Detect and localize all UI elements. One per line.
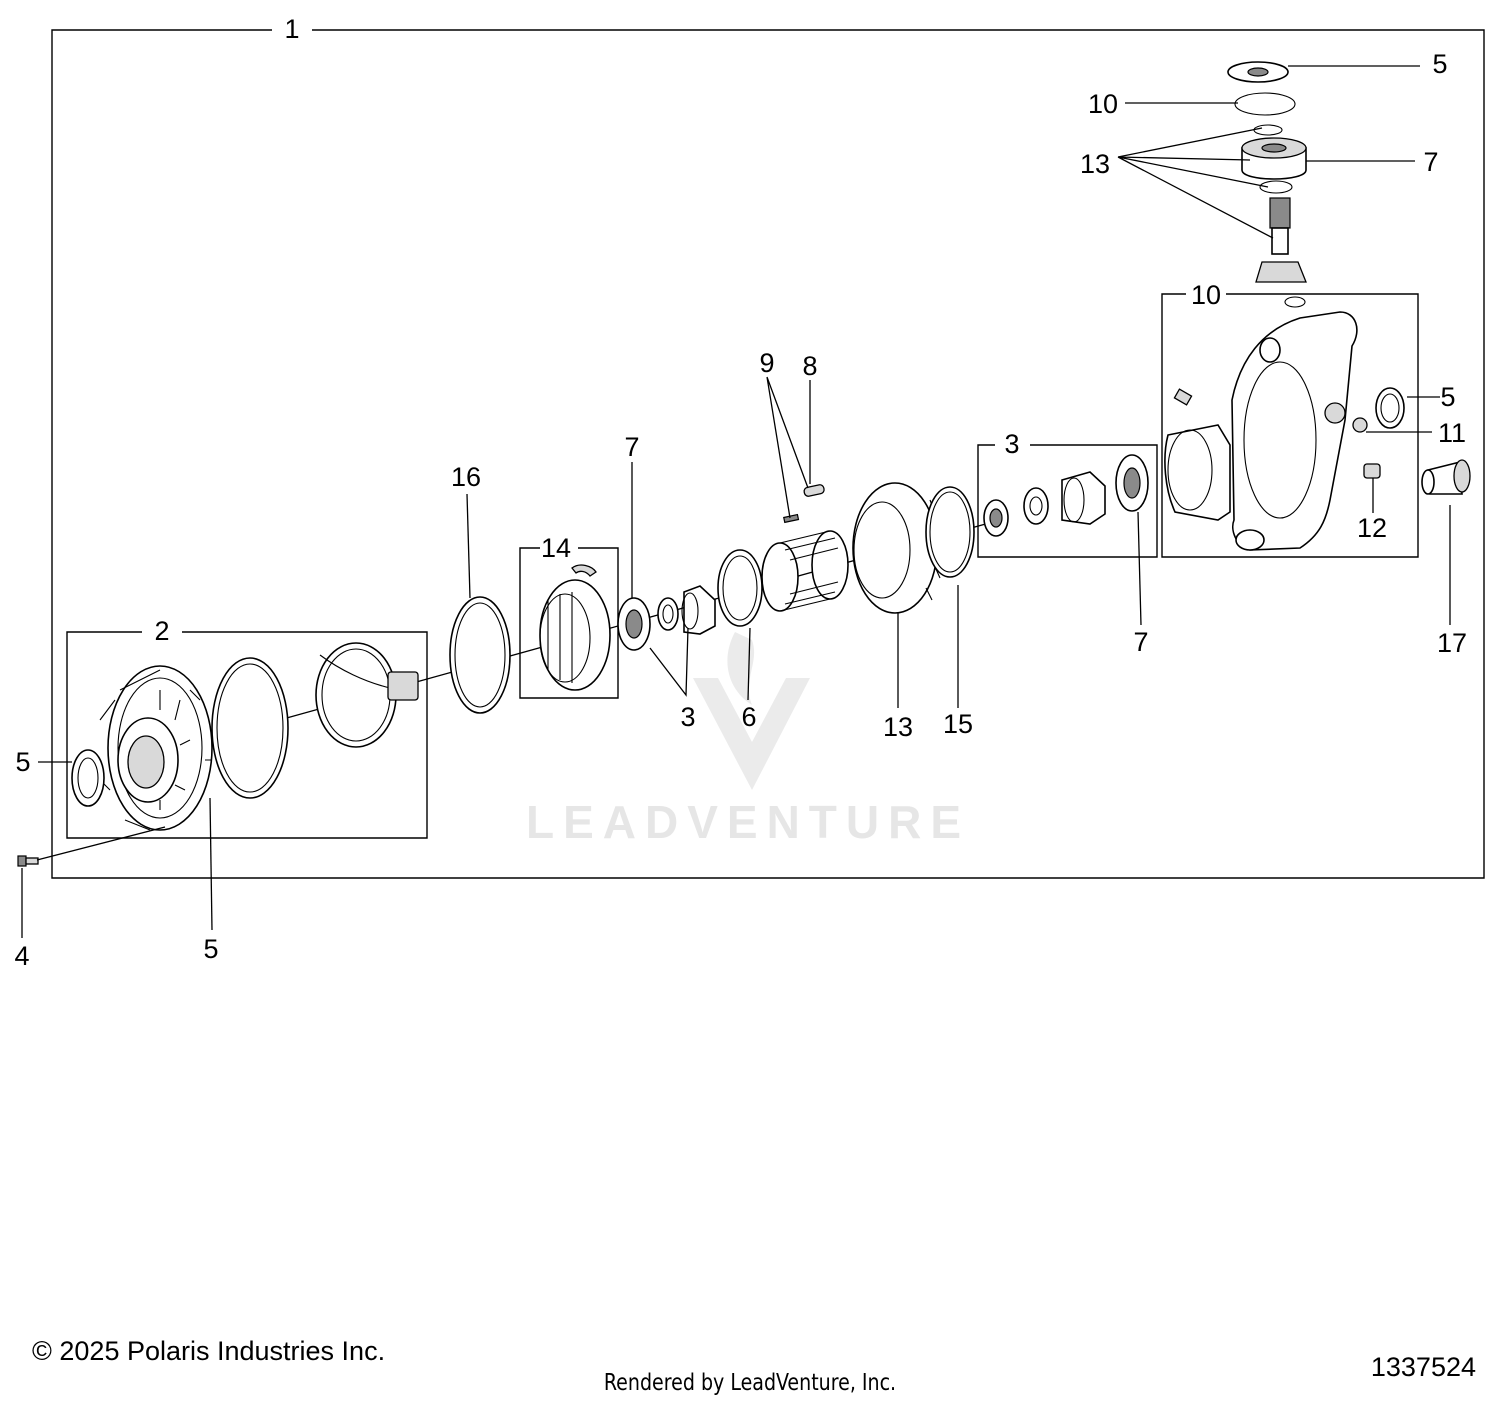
shaft-coupler xyxy=(1421,459,1471,495)
callout-13-mid: 13 xyxy=(883,712,913,742)
bearing-box3 xyxy=(983,499,1009,537)
callout-5-left: 5 xyxy=(15,747,30,777)
callout-2: 2 xyxy=(154,616,169,646)
roll-cage xyxy=(761,530,849,612)
box-item-2 xyxy=(66,631,428,839)
leadventure-watermark: LEADVENTURE xyxy=(526,632,970,848)
bearing-right xyxy=(1115,454,1149,512)
callout-11: 11 xyxy=(1438,418,1466,448)
callout-13-top: 13 xyxy=(1080,149,1110,179)
front-cover-housing xyxy=(99,665,213,831)
small-seal-11 xyxy=(1352,417,1368,433)
vent-fitting xyxy=(1173,388,1193,406)
callout-14: 14 xyxy=(541,533,571,563)
callout-4: 4 xyxy=(14,941,29,971)
box-item-3 xyxy=(977,444,1158,558)
shim-top xyxy=(1253,124,1283,136)
bearing-left xyxy=(617,597,651,651)
watermark-text: LEADVENTURE xyxy=(526,796,970,848)
assembly-frame xyxy=(51,29,1485,879)
pinion-shaft xyxy=(1255,197,1307,283)
diagram-number: 1337524 xyxy=(1370,1352,1476,1382)
sleeve-box3 xyxy=(1061,471,1106,525)
shim-mid xyxy=(1259,180,1293,194)
callout-7-top: 7 xyxy=(1423,147,1438,177)
callout-16: 16 xyxy=(451,462,481,492)
drain-plug-12 xyxy=(1363,463,1381,479)
callout-10-box: 10 xyxy=(1191,280,1221,310)
friction-plate xyxy=(449,596,511,714)
callout-3-left: 3 xyxy=(680,702,695,732)
callout-5-top: 5 xyxy=(1432,49,1447,79)
parts-diagram: LEADVENTURE xyxy=(14,14,1485,971)
callout-17: 17 xyxy=(1437,628,1467,658)
pinion-bearing-top xyxy=(1241,137,1307,180)
retaining-plate xyxy=(717,549,763,627)
housing-oring xyxy=(211,657,289,799)
housing-sleeve xyxy=(1164,424,1231,521)
pinion-seal-top xyxy=(1227,61,1289,83)
callout-8: 8 xyxy=(802,351,817,381)
armature-hub xyxy=(539,564,611,691)
copyright-text: © 2025 Polaris Industries Inc. xyxy=(32,1336,386,1366)
bolt xyxy=(17,855,39,867)
gear-oring xyxy=(925,486,975,578)
snap-ring-top xyxy=(1234,92,1296,116)
leader-lines xyxy=(21,65,1451,938)
rendered-by-text: Rendered by LeadVenture, Inc. xyxy=(603,1370,897,1396)
main-gearcase-housing xyxy=(1231,311,1358,551)
shim-bottom xyxy=(1284,296,1306,308)
box-item-10 xyxy=(1161,293,1419,558)
housing-seal-right xyxy=(1375,387,1405,429)
shim-box3 xyxy=(1023,487,1049,525)
callout-9: 9 xyxy=(759,348,774,378)
callout-6: 6 xyxy=(741,702,756,732)
callout-7-left: 7 xyxy=(624,432,639,462)
shim-left xyxy=(657,597,679,631)
callout-7-right: 7 xyxy=(1133,627,1148,657)
coil-plate-with-harness xyxy=(315,642,419,748)
ring-gear xyxy=(852,482,943,614)
callout-15: 15 xyxy=(943,709,973,739)
front-seal xyxy=(71,749,105,807)
callout-1: 1 xyxy=(284,14,299,44)
callout-5-bottom: 5 xyxy=(203,934,218,964)
sleeve-left xyxy=(681,585,716,635)
callout-5-right: 5 xyxy=(1440,382,1455,412)
callout-10-top: 10 xyxy=(1088,89,1118,119)
callout-3-box: 3 xyxy=(1004,429,1019,459)
roller-pin xyxy=(783,484,825,524)
box-item-14 xyxy=(519,547,619,699)
callout-12: 12 xyxy=(1357,513,1387,543)
